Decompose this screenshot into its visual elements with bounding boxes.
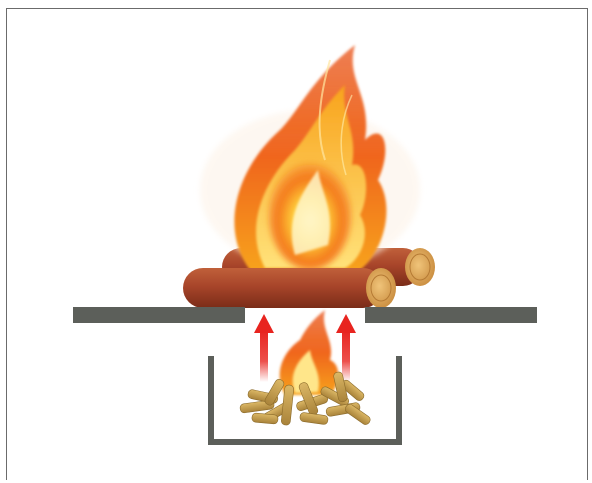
pellet-icon <box>239 371 371 426</box>
up-arrow-icon <box>336 314 356 382</box>
large-flame-icon <box>200 45 420 270</box>
small-flame-icon <box>279 310 339 395</box>
up-arrow-icon <box>254 314 274 382</box>
grate-left <box>73 307 245 323</box>
log-icon <box>183 268 396 308</box>
grate-right <box>365 307 537 323</box>
